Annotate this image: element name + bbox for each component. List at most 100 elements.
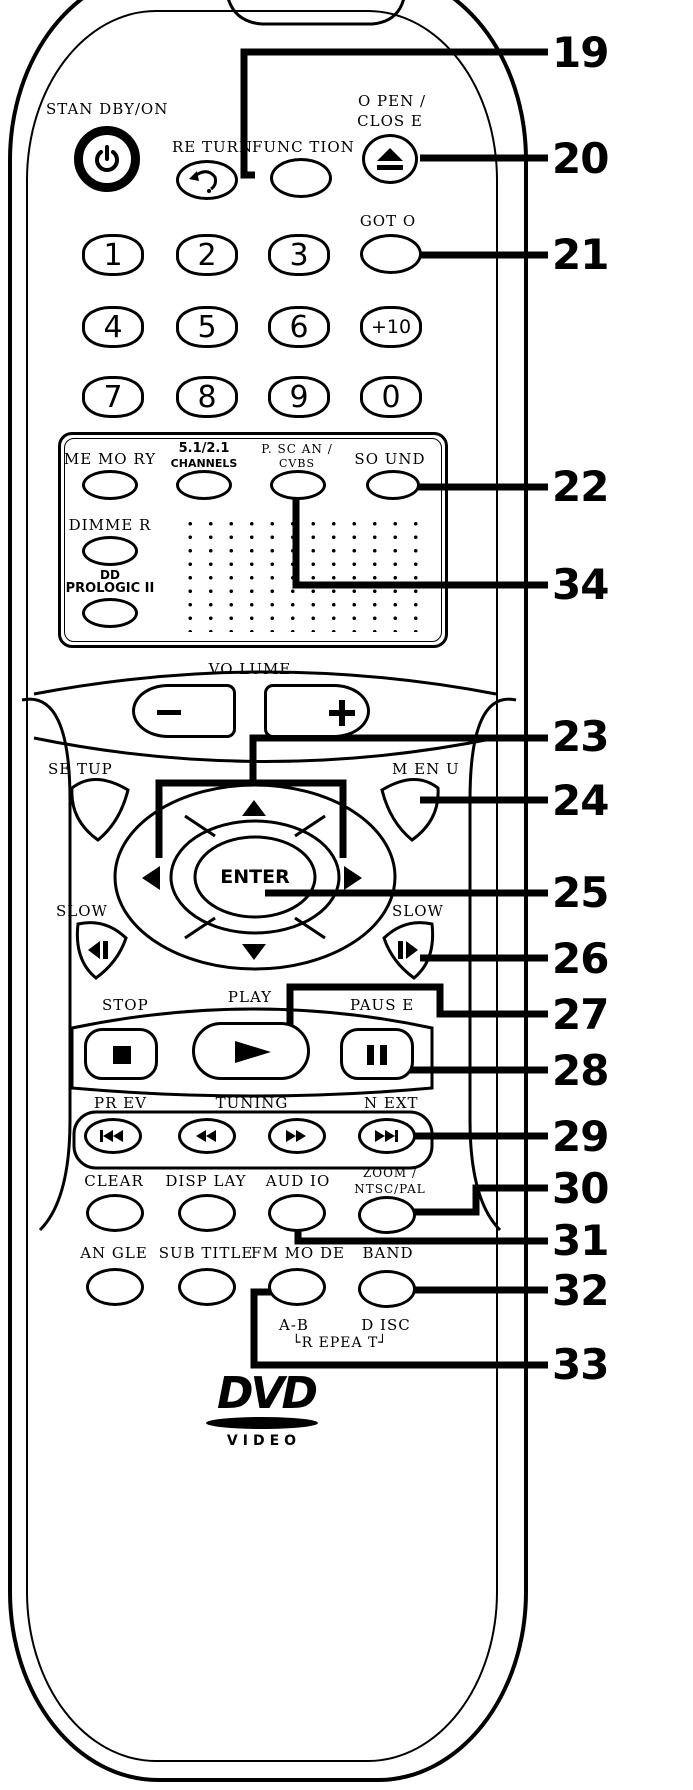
play-icon — [235, 1041, 271, 1063]
keypad-plus10[interactable]: +10 — [360, 306, 422, 348]
up-arrow-icon — [242, 800, 266, 816]
down-arrow-icon — [242, 944, 266, 960]
callout-23: 23 — [552, 712, 609, 761]
return-button[interactable] — [176, 160, 238, 200]
setup-label: SE TUP — [48, 760, 113, 778]
callout-19: 19 — [552, 28, 609, 77]
enter-label: ENTER — [220, 866, 290, 888]
goto-button[interactable] — [360, 234, 422, 274]
open-close-button[interactable] — [362, 134, 418, 184]
keypad-7[interactable]: 7 — [82, 376, 144, 418]
function-button[interactable] — [270, 158, 332, 198]
callout-27: 27 — [552, 990, 609, 1039]
prologic-mark: DD — [100, 568, 120, 582]
angle-label: AN GLE — [80, 1244, 148, 1262]
return-arrow-icon — [189, 170, 217, 193]
audio-panel — [58, 432, 448, 648]
nav-right-button[interactable] — [340, 860, 366, 896]
sound-button[interactable] — [366, 470, 420, 500]
audio-panel-inner — [64, 438, 442, 642]
rewind-button[interactable] — [178, 1118, 236, 1154]
fast-forward-icon — [286, 1130, 306, 1142]
dimmer-label: DIMME R — [68, 516, 152, 534]
keypad-1[interactable]: 1 — [82, 234, 144, 276]
tuning-label: TUNING — [215, 1094, 289, 1112]
skip-forward-icon — [375, 1130, 398, 1142]
memory-button[interactable] — [82, 470, 138, 500]
plus-icon — [329, 700, 355, 726]
callout-28: 28 — [552, 1046, 609, 1095]
keypad-4[interactable]: 4 — [82, 306, 144, 348]
volume-down-button[interactable] — [132, 684, 236, 738]
prologic-label: PROLOGIC II — [65, 581, 155, 596]
remote-body-inner-line — [26, 10, 498, 1762]
stop-button[interactable] — [84, 1028, 158, 1080]
fm-mode-label: FM MO DE — [251, 1244, 345, 1262]
pause-label: PAUS E — [350, 996, 415, 1014]
band-button[interactable] — [358, 1270, 416, 1308]
pscan-label-line1: P. SC AN / — [261, 442, 333, 456]
display-button[interactable] — [178, 1194, 236, 1232]
next-button[interactable] — [358, 1118, 416, 1154]
menu-button[interactable] — [380, 774, 440, 840]
disc-repeat-label: D ISC — [361, 1316, 411, 1334]
menu-label: M EN U — [392, 760, 460, 778]
stop-label: STOP — [102, 996, 149, 1014]
pscan-button[interactable] — [270, 470, 326, 500]
nav-left-button[interactable] — [138, 860, 164, 896]
rewind-icon — [196, 1130, 216, 1142]
keypad-0[interactable]: 0 — [360, 376, 422, 418]
angle-button[interactable] — [86, 1268, 144, 1306]
callout-25: 25 — [552, 868, 609, 917]
dvd-logo: DVD — [216, 1368, 318, 1419]
band-label: BAND — [362, 1244, 414, 1262]
callout-33: 33 — [552, 1340, 609, 1389]
fast-forward-button[interactable] — [268, 1118, 326, 1154]
channels-label-line1: 5.1/2.1 — [178, 441, 230, 456]
fm-mode-button[interactable] — [268, 1268, 326, 1306]
callout-34: 34 — [552, 560, 609, 609]
zoom-label-line1: ZOOM / — [362, 1166, 418, 1180]
nav-up-button[interactable] — [236, 796, 272, 820]
callout-22: 22 — [552, 462, 609, 511]
keypad-3[interactable]: 3 — [268, 234, 330, 276]
eject-icon — [377, 148, 403, 170]
play-label: PLAY — [227, 988, 273, 1006]
callout-24: 24 — [552, 776, 609, 825]
play-button[interactable] — [192, 1022, 310, 1080]
return-label: RE TURN — [172, 138, 254, 156]
memory-label: ME MO RY — [63, 450, 157, 468]
speaker-grille — [180, 517, 422, 632]
prev-label: PR EV — [94, 1094, 147, 1112]
clear-button[interactable] — [86, 1194, 144, 1232]
standby-button[interactable] — [74, 126, 140, 192]
keypad-9[interactable]: 9 — [268, 376, 330, 418]
slow-reverse-button[interactable] — [80, 928, 124, 974]
volume-up-button[interactable] — [264, 684, 370, 738]
prev-button[interactable] — [84, 1118, 142, 1154]
keypad-8[interactable]: 8 — [176, 376, 238, 418]
audio-button[interactable] — [268, 1194, 326, 1232]
keypad-5[interactable]: 5 — [176, 306, 238, 348]
callout-32: 32 — [552, 1266, 609, 1315]
dimmer-button[interactable] — [82, 536, 138, 566]
enter-button[interactable]: ENTER — [205, 850, 305, 904]
slow-right-label: SLOW — [392, 902, 444, 920]
sound-label: SO UND — [354, 450, 426, 468]
power-icon — [95, 145, 119, 172]
callout-31: 31 — [552, 1216, 609, 1265]
setup-button[interactable] — [72, 774, 130, 840]
keypad-2[interactable]: 2 — [176, 234, 238, 276]
channels-button[interactable] — [176, 470, 232, 500]
nav-down-button[interactable] — [236, 940, 272, 964]
slow-forward-button[interactable] — [386, 928, 430, 974]
keypad-6[interactable]: 6 — [268, 306, 330, 348]
subtitle-button[interactable] — [178, 1268, 236, 1306]
zoom-button[interactable] — [358, 1196, 416, 1234]
pscan-label-line2: CVBS — [279, 457, 315, 470]
pause-button[interactable] — [340, 1028, 414, 1080]
audio-label: AUD IO — [265, 1172, 331, 1190]
prologic-button[interactable] — [82, 598, 138, 628]
